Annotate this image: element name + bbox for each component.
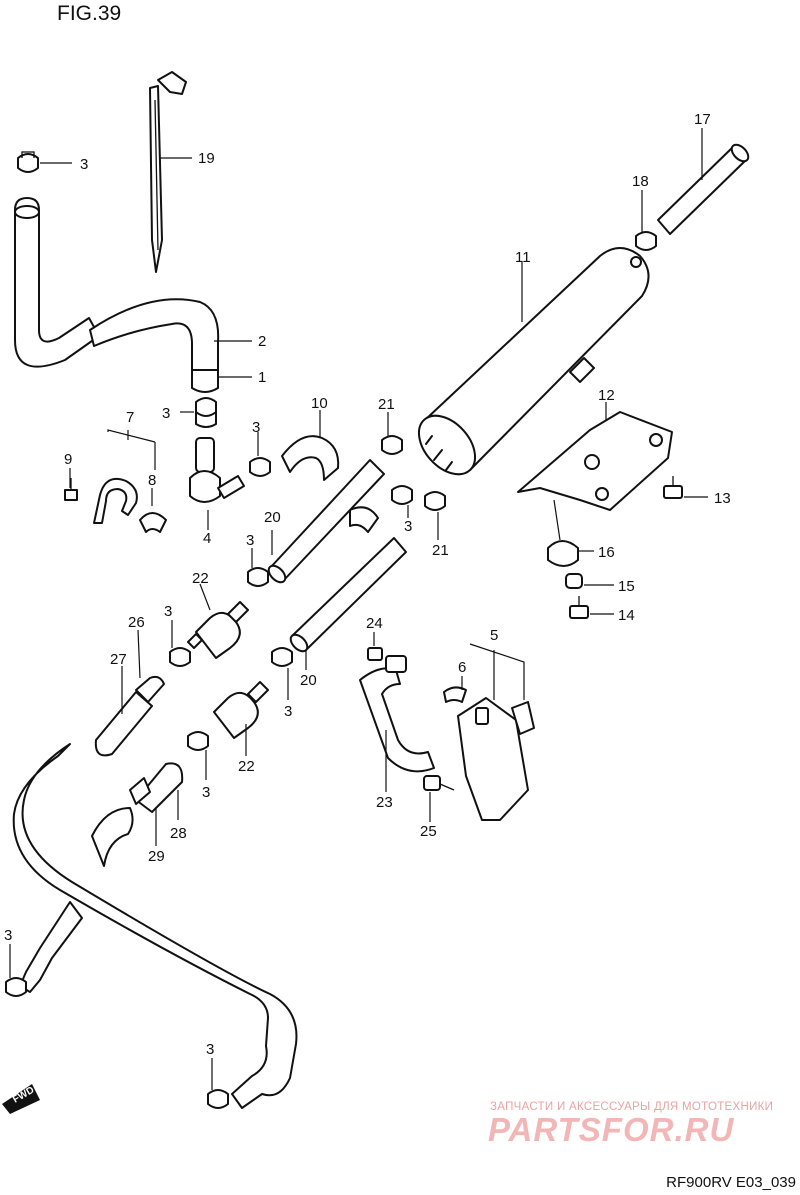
cap-27[interactable] [94,691,153,757]
label-4: 4 [203,530,211,547]
hose-clamp-3-g[interactable] [271,647,293,667]
label-3-mid: 3 [252,419,260,436]
label-3-left: 3 [246,532,254,549]
clip-strap-19[interactable] [149,71,187,273]
cushion-8[interactable] [139,512,167,533]
label-1: 1 [258,369,266,386]
cap-28[interactable] [135,762,184,813]
cap-29[interactable] [129,777,151,805]
label-12: 12 [598,387,615,404]
bolt-25[interactable] [423,775,455,791]
label-21-upper: 21 [378,396,395,413]
hose-17[interactable] [657,142,751,235]
label-2: 2 [258,333,266,350]
bracket-12[interactable] [517,411,673,511]
label-29: 29 [148,848,165,865]
hose-10[interactable] [281,435,379,533]
valve-4[interactable] [189,407,245,503]
label-22-lower: 22 [238,758,255,775]
label-3-filter: 3 [164,603,172,620]
label-24: 24 [366,615,383,632]
filter-22-upper[interactable] [187,601,249,659]
hose-clamp-3-b[interactable] [249,457,271,477]
hose-clamp-3-c[interactable] [247,567,269,587]
label-16: 16 [598,544,615,561]
collar-15[interactable] [565,573,583,589]
hose-clamp-18[interactable] [635,231,657,251]
label-3-lower-mid: 3 [284,703,292,720]
cap-26[interactable] [135,675,165,703]
label-9: 9 [64,451,72,468]
label-5: 5 [490,627,498,644]
fwd-arrow-icon: FWD [2,1084,40,1114]
hose-clamp-3-h[interactable] [187,731,209,751]
label-10: 10 [311,395,328,412]
watermark-tagline: ЗАПЧАСТИ И АКСЕССУАРЫ ДЛЯ МОТОТЕХНИКИ [490,1101,774,1113]
label-21-lower: 21 [432,542,449,559]
label-3-valve: 3 [162,405,170,422]
drain-hose-lower-short[interactable] [19,807,134,993]
label-8: 8 [148,472,156,489]
label-27: 27 [110,651,127,668]
label-3-lower-left: 3 [202,784,210,801]
label-19: 19 [198,150,215,167]
bracket-5[interactable] [457,697,535,821]
cushion-16[interactable] [547,499,579,567]
canister-11[interactable] [408,247,650,485]
figure-code: RF900RV E03_039 [666,1174,796,1191]
label-14: 14 [618,607,635,624]
bolt-14[interactable] [569,596,589,619]
label-20-upper: 20 [264,509,281,526]
label-23: 23 [376,794,393,811]
bolt-24[interactable] [367,647,383,661]
figure-title: FIG.39 [57,2,122,25]
filter-22-lower[interactable] [213,681,269,739]
label-11: 11 [515,249,531,266]
label-20-lower: 20 [300,672,317,689]
hose-20-lower[interactable] [288,537,407,654]
label-28: 28 [170,825,187,842]
bolt-13[interactable] [663,476,683,499]
label-13: 13 [714,490,731,507]
drain-hose-lower-long[interactable] [12,743,298,1109]
label-18: 18 [632,173,649,190]
label-15: 15 [618,578,635,595]
hose-clamp-3-d[interactable] [391,485,413,505]
watermark-brand: PARTSFOR.RU [488,1111,735,1148]
bracket-23[interactable] [359,655,435,773]
label-7: 7 [126,409,134,426]
label-3-bottom: 3 [206,1041,214,1058]
hose-clamp-3-e[interactable] [195,397,217,417]
hose-clamp-3-top[interactable] [17,151,39,173]
hose-clamp-3-j[interactable] [207,1089,229,1109]
clip-6[interactable] [443,686,467,703]
label-3: 3 [80,156,88,173]
label-6: 6 [458,659,466,676]
hose-clamp-3-f[interactable] [169,647,191,667]
hose-1[interactable] [191,369,219,393]
label-3-right: 3 [404,518,412,535]
label-25: 25 [420,823,437,840]
hose-clamp-3-i[interactable] [5,977,27,997]
hose-2[interactable] [14,197,220,371]
label-3-bottom-left: 3 [4,927,12,944]
label-22-upper: 22 [192,570,209,587]
label-17: 17 [694,111,711,128]
hose-clamp-21-a[interactable] [381,435,403,455]
bolt-9[interactable] [64,478,78,501]
hose-clamp-21-b[interactable] [424,491,446,511]
hose-20-upper[interactable] [266,459,385,585]
label-26: 26 [128,614,145,631]
bracket-7[interactable] [93,477,138,524]
